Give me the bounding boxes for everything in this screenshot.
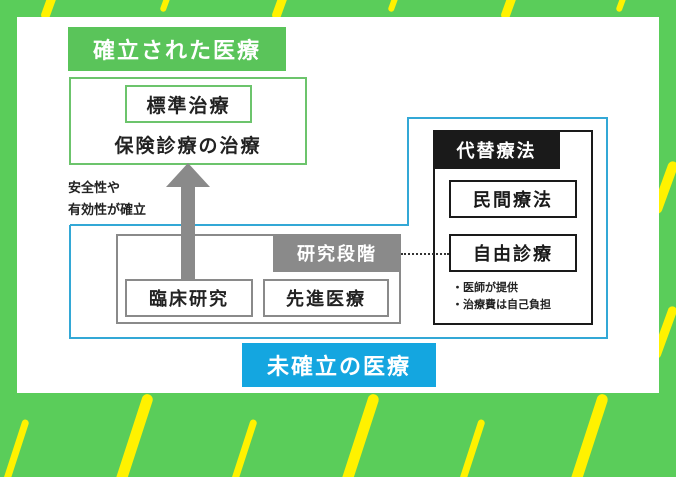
clinical-research-box: 臨床研究	[125, 279, 253, 317]
up-arrow-icon	[166, 163, 210, 281]
dotted-connector	[401, 253, 449, 255]
note-item: ・医師が提供	[452, 281, 518, 294]
arrow-caption-line2: 有効性が確立	[68, 203, 147, 218]
insurance-treatment-text: 保険診療の治療	[114, 134, 262, 157]
folk-remedy-box: 民間療法	[449, 180, 577, 218]
arrow-caption: 安全性や 有効性が確立	[68, 178, 146, 222]
note-item: ・治療費は自己負担	[452, 298, 551, 311]
advanced-medicine-box: 先進医療	[263, 279, 389, 317]
alternative-therapy-label: 代替療法	[433, 130, 560, 169]
unestablished-medicine-label: 未確立の医療	[242, 343, 436, 387]
free-treatment-box: 自由診療	[449, 234, 577, 272]
research-stage-label: 研究段階	[273, 234, 401, 272]
free-treatment-notes: ・医師が提供 ・治療費は自己負担	[452, 279, 551, 313]
standard-treatment-box: 標準治療	[125, 85, 252, 123]
arrow-caption-line1: 安全性や	[68, 181, 121, 196]
established-medicine-label: 確立された医療	[68, 27, 286, 71]
